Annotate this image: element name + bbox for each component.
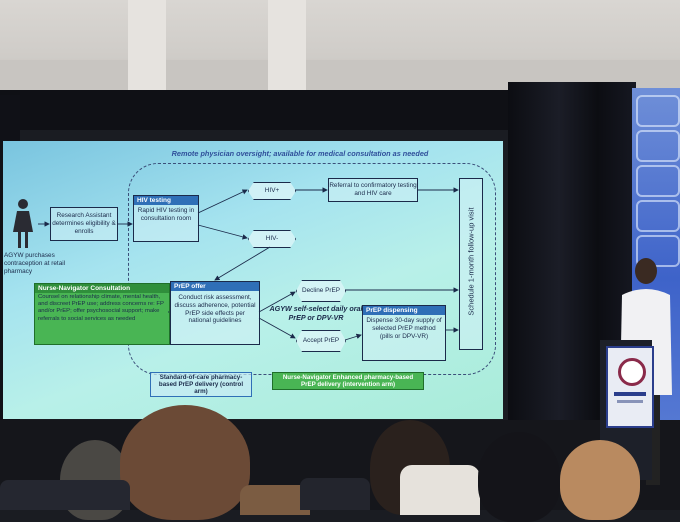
legend-control-arm: Standard-of-care pharmacy-based PrEP del… [150, 372, 252, 397]
woman-icon [13, 199, 33, 248]
referral-box: Referral to confirmatory testing and HIV… [328, 178, 418, 202]
referral-text: Referral to confirmatory testing and HIV… [329, 182, 417, 197]
nurse-navigator-box: Nurse-Navigator Consultation Counsel on … [34, 283, 170, 345]
prep-offer-body: Conduct risk assessment, discuss adheren… [174, 294, 256, 325]
podium-logo-text [617, 400, 643, 403]
flow-arrows [38, 187, 459, 341]
prep-dispensing-body: Dispense 30-day supply of selected PrEP … [366, 317, 442, 340]
prep-dispensing-header: PrEP dispensing [363, 306, 445, 315]
research-assistant-box: Research Assistant determines eligibilit… [50, 207, 118, 241]
legend-intervention-arm: Nurse-Navigator Enhanced pharmacy-based … [272, 372, 424, 390]
followup-box: Schedule 1-month follow-up visit [459, 178, 483, 350]
accept-prep-text: Accept PrEP [302, 337, 340, 345]
podium-logo-text [614, 392, 646, 396]
hiv-testing-box: HIV testing Rapid HIV testing in consult… [133, 195, 199, 242]
prep-offer-box: PrEP offer Conduct risk assessment, disc… [170, 281, 260, 345]
audience-chair [300, 478, 370, 510]
prep-dispensing-box: PrEP dispensing Dispense 30-day supply o… [362, 305, 446, 361]
wall-panel-tile [636, 130, 680, 162]
podium-logo [618, 358, 646, 386]
wall-panel-tile [636, 200, 680, 232]
decline-prep-text: Decline PrEP [301, 287, 340, 295]
hiv-negative-node: HIV- [248, 230, 296, 248]
wall-pillar [268, 0, 306, 95]
agyw-label: AGYW purchases contraception at retail p… [4, 252, 66, 275]
nurse-navigator-body: Counsel on relationship climate, mental … [38, 294, 164, 322]
research-assistant-text: Research Assistant determines eligibilit… [52, 212, 116, 235]
audience-chair [0, 480, 130, 510]
hiv-positive-node: HIV+ [248, 182, 296, 200]
decline-prep-node: Decline PrEP [296, 280, 346, 302]
self-select-label: AGYW self-select daily oral PrEP or DPV-… [269, 304, 363, 322]
wall-pillar [128, 0, 166, 95]
audience-member [400, 465, 480, 515]
wall-panel-tile [636, 235, 680, 267]
hiv-testing-body: Rapid HIV testing in consultation room [137, 207, 195, 222]
accept-prep-node: Accept PrEP [296, 330, 346, 352]
prep-offer-header: PrEP offer [171, 282, 259, 291]
hiv-testing-header: HIV testing [134, 196, 198, 205]
podium-sign [606, 346, 654, 428]
wall-panel-tile [636, 95, 680, 127]
nurse-navigator-header: Nurse-Navigator Consultation [35, 284, 169, 293]
slide-top-note: Remote physician oversight; available fo… [171, 149, 429, 158]
audience-member [120, 405, 250, 520]
audience-member [478, 432, 560, 522]
audience-member [560, 440, 640, 520]
wall-panel-tile [636, 165, 680, 197]
